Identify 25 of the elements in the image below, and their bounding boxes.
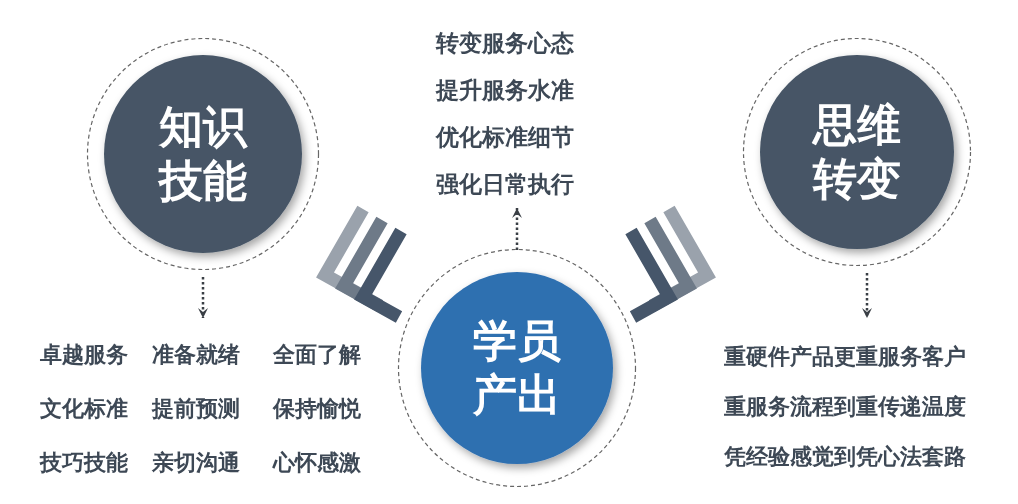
circle-node: [397, 248, 637, 488]
list-item: 重服务流程到重传递温度: [724, 393, 966, 421]
list-item: 提升服务水准: [436, 76, 574, 105]
list-item: 凭经验感觉到凭心法套路: [724, 443, 966, 471]
list-item: 优化标准细节: [436, 123, 574, 152]
circle-title: 学员产出: [472, 314, 562, 422]
list-item: 保持愉悦: [273, 395, 361, 423]
list-item: 重硬件产品更重服务客户: [724, 343, 966, 371]
list-item: 强化日常执行: [436, 170, 574, 199]
dotted-arrow: [512, 208, 522, 250]
dotted-arrow: [862, 273, 872, 318]
list-item: 卓越服务: [40, 341, 128, 369]
circle-title: 知识技能: [157, 100, 249, 208]
circle-node: [86, 37, 320, 271]
list-item: 准备就绪: [152, 341, 240, 369]
dotted-arrow: [198, 277, 208, 318]
list-item: 文化标准: [40, 395, 128, 423]
list-item: 转变服务心态: [436, 29, 574, 58]
circle-node: [742, 37, 972, 267]
list-item: 全面了解: [273, 341, 361, 369]
list-item: 技巧技能: [40, 449, 128, 477]
list-item: 提前预测: [152, 395, 240, 423]
list-item: 亲切沟通: [152, 449, 240, 477]
list-item: 心怀感激: [273, 449, 361, 477]
circle-title: 思维转变: [811, 98, 902, 206]
